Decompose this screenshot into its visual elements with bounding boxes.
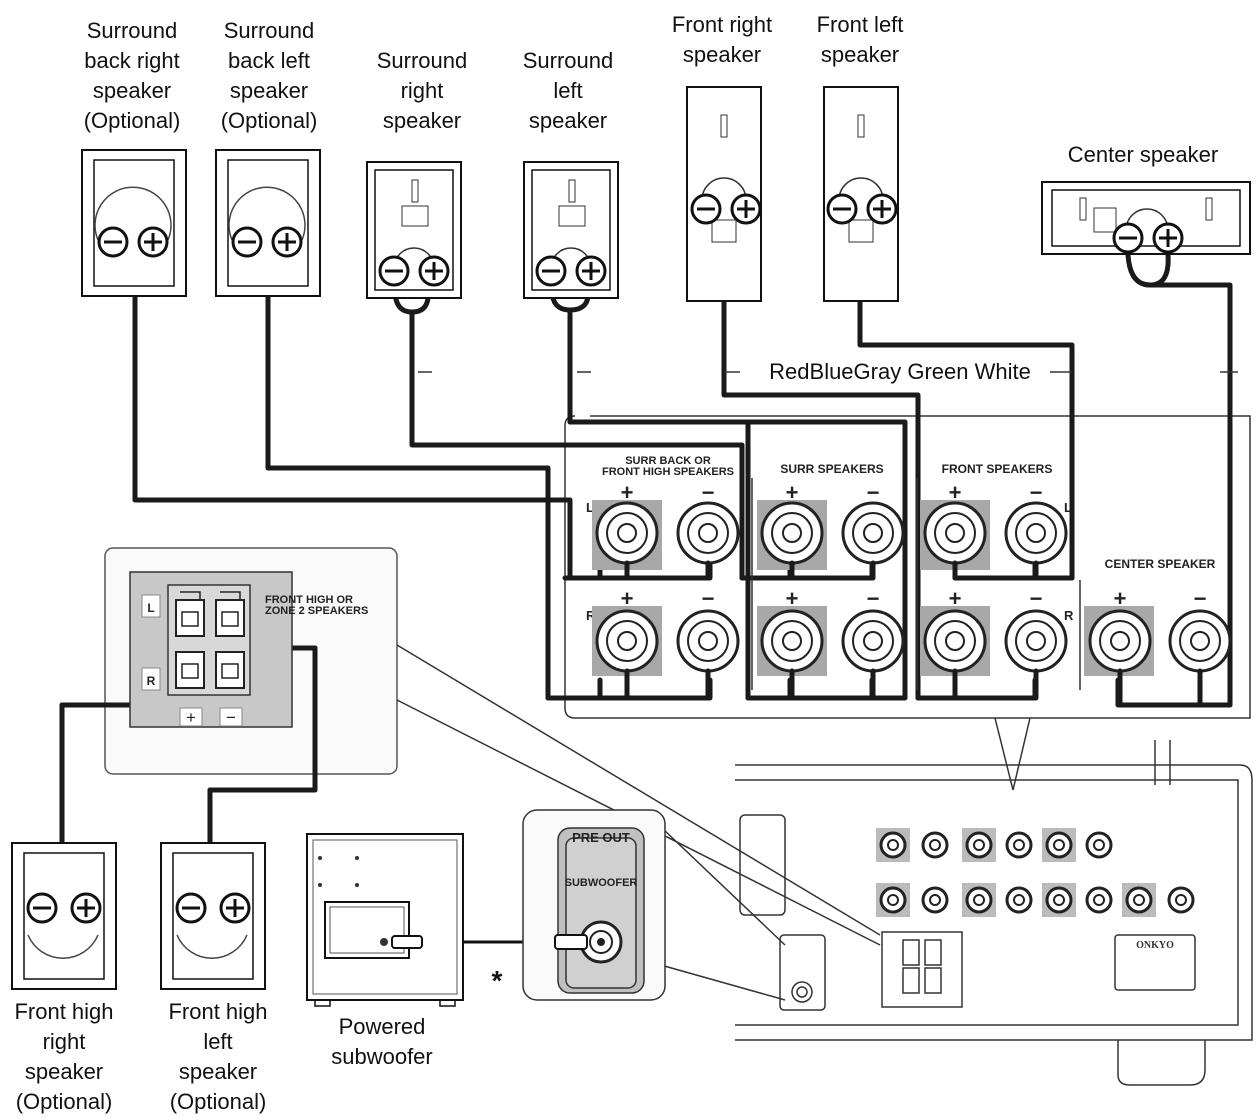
preout-title: PRE OUT — [572, 830, 630, 845]
label-line: speaker — [382, 108, 462, 133]
sb-plus-bottom: + — [621, 586, 634, 611]
panel-surr-back-line1: SURR BACK OR — [625, 455, 711, 467]
label-line: Surround — [376, 48, 468, 73]
receiver-panel-area: ONKYO — [735, 740, 1253, 1086]
panel-center-label: CENTER SPEAKER — [1105, 557, 1216, 571]
label-surround-left: Surround left speaker — [498, 46, 638, 136]
front-high-left-speaker — [160, 842, 266, 990]
label-line: Surround — [86, 18, 178, 43]
label-line: back right — [84, 48, 180, 73]
panel-front-label: FRONT SPEAKERS — [942, 462, 1053, 476]
surr-plus-bottom: + — [786, 586, 799, 611]
front-l-label: L — [1064, 500, 1072, 515]
front-high-zone2-terminal-panel: L R + − FRONT HIGH OR ZONE 2 SPEAKERS — [129, 571, 368, 728]
label-front-high-left: Front high left speaker (Optional) — [148, 997, 288, 1117]
center-plus: + — [1114, 586, 1127, 611]
label-front-high-right: Front high right speaker (Optional) — [0, 997, 134, 1117]
label-line: right — [400, 78, 444, 103]
sb-l-label: L — [586, 500, 594, 515]
label-line: speaker — [92, 78, 172, 103]
label-line: speaker — [820, 42, 900, 67]
front-plus-bottom: + — [949, 586, 962, 611]
front-plus-top: + — [949, 480, 962, 505]
sb-r-label: R — [586, 608, 596, 623]
label-line: Front left — [816, 12, 904, 37]
surround-back-left-speaker — [215, 149, 321, 297]
label-line: Powered — [338, 1014, 426, 1039]
center-speaker — [1041, 181, 1251, 255]
label-line: (Optional) — [169, 1089, 267, 1114]
label-line: left — [553, 78, 583, 103]
label-line: speaker — [229, 78, 309, 103]
label-line: speaker — [24, 1059, 104, 1084]
front-left-speaker — [823, 86, 899, 302]
label-line: (Optional) — [220, 108, 318, 133]
sb-minus-bottom: − — [702, 586, 715, 611]
label-line: Front high — [14, 999, 114, 1024]
sb-plus-top: + — [621, 480, 634, 505]
label-front-right: Front right speaker — [652, 10, 792, 70]
zone-title-line1: FRONT HIGH OR — [265, 594, 353, 606]
label-line: speaker — [528, 108, 608, 133]
label-line: speaker — [682, 42, 762, 67]
label-line: Front high — [168, 999, 268, 1024]
label-line: (Optional) — [15, 1089, 113, 1114]
front-minus-bottom: − — [1030, 586, 1043, 611]
label-line: Surround — [522, 48, 614, 73]
label-line: left — [203, 1029, 233, 1054]
label-line: right — [42, 1029, 86, 1054]
center-minus: − — [1194, 586, 1207, 611]
front-right-speaker — [686, 86, 762, 302]
front-minus-top: − — [1030, 480, 1043, 505]
label-powered-subwoofer: Powered subwoofer — [312, 1012, 452, 1072]
label-line: (Optional) — [83, 108, 181, 133]
surround-right-speaker — [366, 161, 462, 299]
label-line: Front right — [671, 12, 773, 37]
preout-subwoofer-callout: PRE OUT SUBWOOFER — [522, 809, 666, 1001]
label-line: back left — [228, 48, 310, 73]
surround-left-speaker — [523, 161, 619, 299]
surr-minus-bottom: − — [867, 586, 880, 611]
label-surround-back-right: Surround back right speaker (Optional) — [62, 16, 202, 136]
surr-minus-top: − — [867, 480, 880, 505]
panel-surr-back-line2: FRONT HIGH SPEAKERS — [602, 466, 734, 478]
receiver-brand-text: ONKYO — [1136, 940, 1174, 951]
label-line: speaker — [178, 1059, 258, 1084]
subwoofer-asterisk: * — [492, 965, 503, 996]
label-center: Center speaker — [1048, 140, 1238, 170]
zone-plus-label: + — [186, 708, 196, 727]
label-line: Center speaker — [1067, 142, 1219, 167]
label-surround-right: Surround right speaker — [352, 46, 492, 136]
front-r-label: R — [1064, 608, 1074, 623]
zone-r-label: R — [147, 674, 156, 688]
label-surround-back-left: Surround back left speaker (Optional) — [198, 16, 340, 136]
surr-plus-top: + — [786, 480, 799, 505]
speaker-terminal-panel: SURR BACK OR FRONT HIGH SPEAKERS SURR SP… — [586, 455, 1232, 708]
front-high-right-speaker — [11, 842, 117, 990]
preout-leader-lines — [642, 809, 786, 1001]
surround-back-right-speaker — [81, 149, 187, 297]
preout-subwoofer-label: SUBWOOFER — [565, 877, 638, 889]
zone-title-line2: ZONE 2 SPEAKERS — [265, 605, 368, 617]
label-line: subwoofer — [331, 1044, 433, 1069]
zone-minus-label: − — [226, 708, 236, 727]
label-line: Surround — [223, 18, 315, 43]
zone-l-label: L — [147, 601, 154, 615]
color-legend: RedBlueGray Green White — [769, 359, 1031, 384]
sb-minus-top: − — [702, 480, 715, 505]
powered-subwoofer — [306, 833, 464, 1007]
panel-surr-label: SURR SPEAKERS — [780, 462, 883, 476]
label-front-left: Front left speaker — [790, 10, 930, 70]
